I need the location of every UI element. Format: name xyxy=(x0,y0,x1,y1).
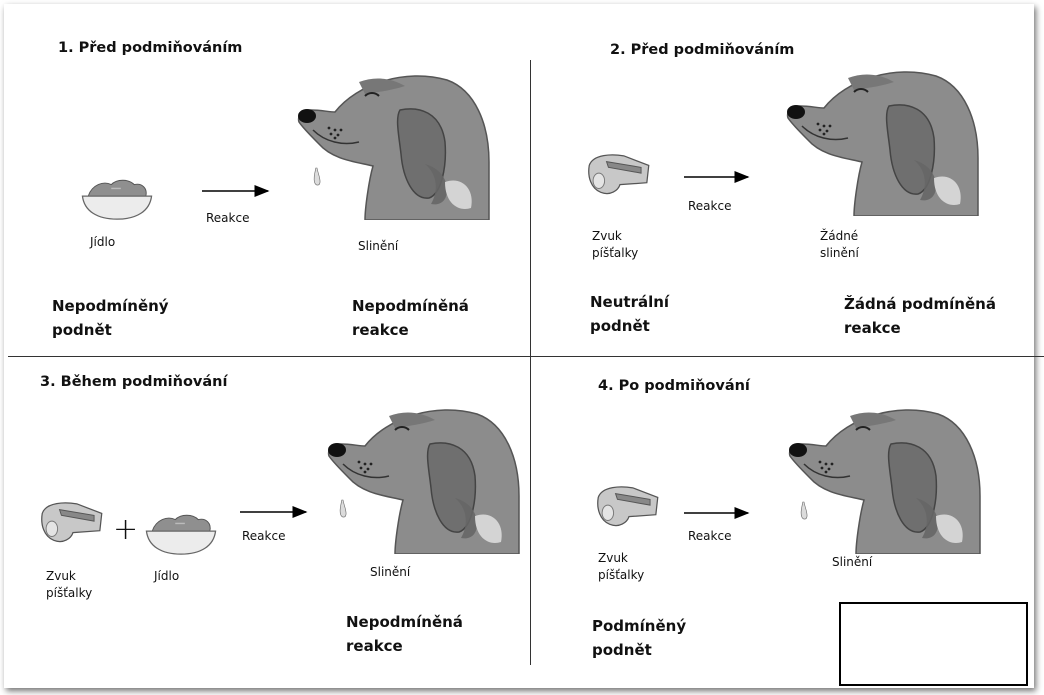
arrow-icon xyxy=(238,505,310,519)
stimulus-term-line2: podnět xyxy=(52,318,169,342)
stimulus-label-line1: Zvuk xyxy=(598,550,644,567)
panel-4-arrow-label: Reakce xyxy=(688,528,731,545)
whistle-icon xyxy=(585,152,653,200)
panel-2-response-term: Žádná podmíněná reakce xyxy=(844,292,996,340)
dog-icon xyxy=(786,404,986,554)
horizontal-divider xyxy=(8,356,1044,357)
panel-1-stimulus-term: Nepodmíněný podnět xyxy=(52,294,169,342)
panel-2-response-label: Žádné slinění xyxy=(820,228,859,262)
dog-icon xyxy=(784,66,984,216)
response-label-line2: slinění xyxy=(820,245,859,262)
panel-3-food-label: Jídlo xyxy=(154,568,179,585)
stimulus-term-line1: Neutrální xyxy=(590,290,669,314)
response-term-line1: Nepodmíněná xyxy=(352,294,469,318)
arrow-icon xyxy=(682,506,752,520)
panel-1-stimulus-label: Jídlo xyxy=(90,234,115,251)
panel-3-response-label: Slinění xyxy=(370,564,410,581)
dog-icon xyxy=(295,70,495,220)
panel-2-title: 2. Před podmiňováním xyxy=(610,42,794,58)
panel-3-arrow-label: Reakce xyxy=(242,528,285,545)
stimulus-term-line2: podnět xyxy=(590,314,669,338)
stimulus-label-line2: píšťalky xyxy=(598,567,644,584)
food-bowl-icon xyxy=(78,175,156,223)
arrow-icon xyxy=(682,170,752,184)
panel-4-stimulus-label: Zvuk píšťalky xyxy=(598,550,644,584)
food-bowl-icon xyxy=(142,510,220,558)
stimulus-label-line1: Zvuk xyxy=(592,228,638,245)
stimulus-term-line2: podnět xyxy=(592,638,686,662)
panel-3-response-term: Nepodmíněná reakce xyxy=(346,610,463,658)
vertical-divider xyxy=(530,60,531,665)
panel-4-response-label: Slinění xyxy=(832,554,872,571)
whistle-icon xyxy=(38,500,106,548)
response-term-line1: Nepodmíněná xyxy=(346,610,463,634)
panel-4-title: 4. Po podmiňování xyxy=(598,378,750,394)
drool-icon xyxy=(798,500,810,522)
panel-1-arrow-label: Reakce xyxy=(206,210,249,227)
panel-1-response-term: Nepodmíněná reakce xyxy=(352,294,469,342)
response-term-line2: reakce xyxy=(352,318,469,342)
whistle-label-line1: Zvuk xyxy=(46,568,92,585)
stimulus-label-line2: píšťalky xyxy=(592,245,638,262)
response-term-line2: reakce xyxy=(346,634,463,658)
whistle-label-line2: píšťalky xyxy=(46,585,92,602)
panel-2-stimulus-label: Zvuk píšťalky xyxy=(592,228,638,262)
whistle-icon xyxy=(594,484,662,532)
panel-3-whistle-label: Zvuk píšťalky xyxy=(46,568,92,602)
response-term-line2: reakce xyxy=(844,316,996,340)
response-term-answer-box[interactable] xyxy=(839,602,1028,686)
panel-1-title: 1. Před podmiňováním xyxy=(58,40,242,56)
response-term-line1: Žádná podmíněná xyxy=(844,292,996,316)
panel-2-arrow-label: Reakce xyxy=(688,198,731,215)
panel-2-stimulus-term: Neutrální podnět xyxy=(590,290,669,338)
stimulus-term-line1: Podmíněný xyxy=(592,614,686,638)
panel-3-title: 3. Během podmiňování xyxy=(40,374,227,390)
response-label-line1: Žádné xyxy=(820,228,859,245)
plus-sign: + xyxy=(113,515,138,545)
drool-icon xyxy=(311,166,323,188)
stimulus-term-line1: Nepodmíněný xyxy=(52,294,169,318)
dog-icon xyxy=(325,404,525,554)
panel-4-stimulus-term: Podmíněný podnět xyxy=(592,614,686,662)
arrow-icon xyxy=(200,184,272,198)
drool-icon xyxy=(337,498,349,520)
panel-1-response-label: Slinění xyxy=(358,238,398,255)
